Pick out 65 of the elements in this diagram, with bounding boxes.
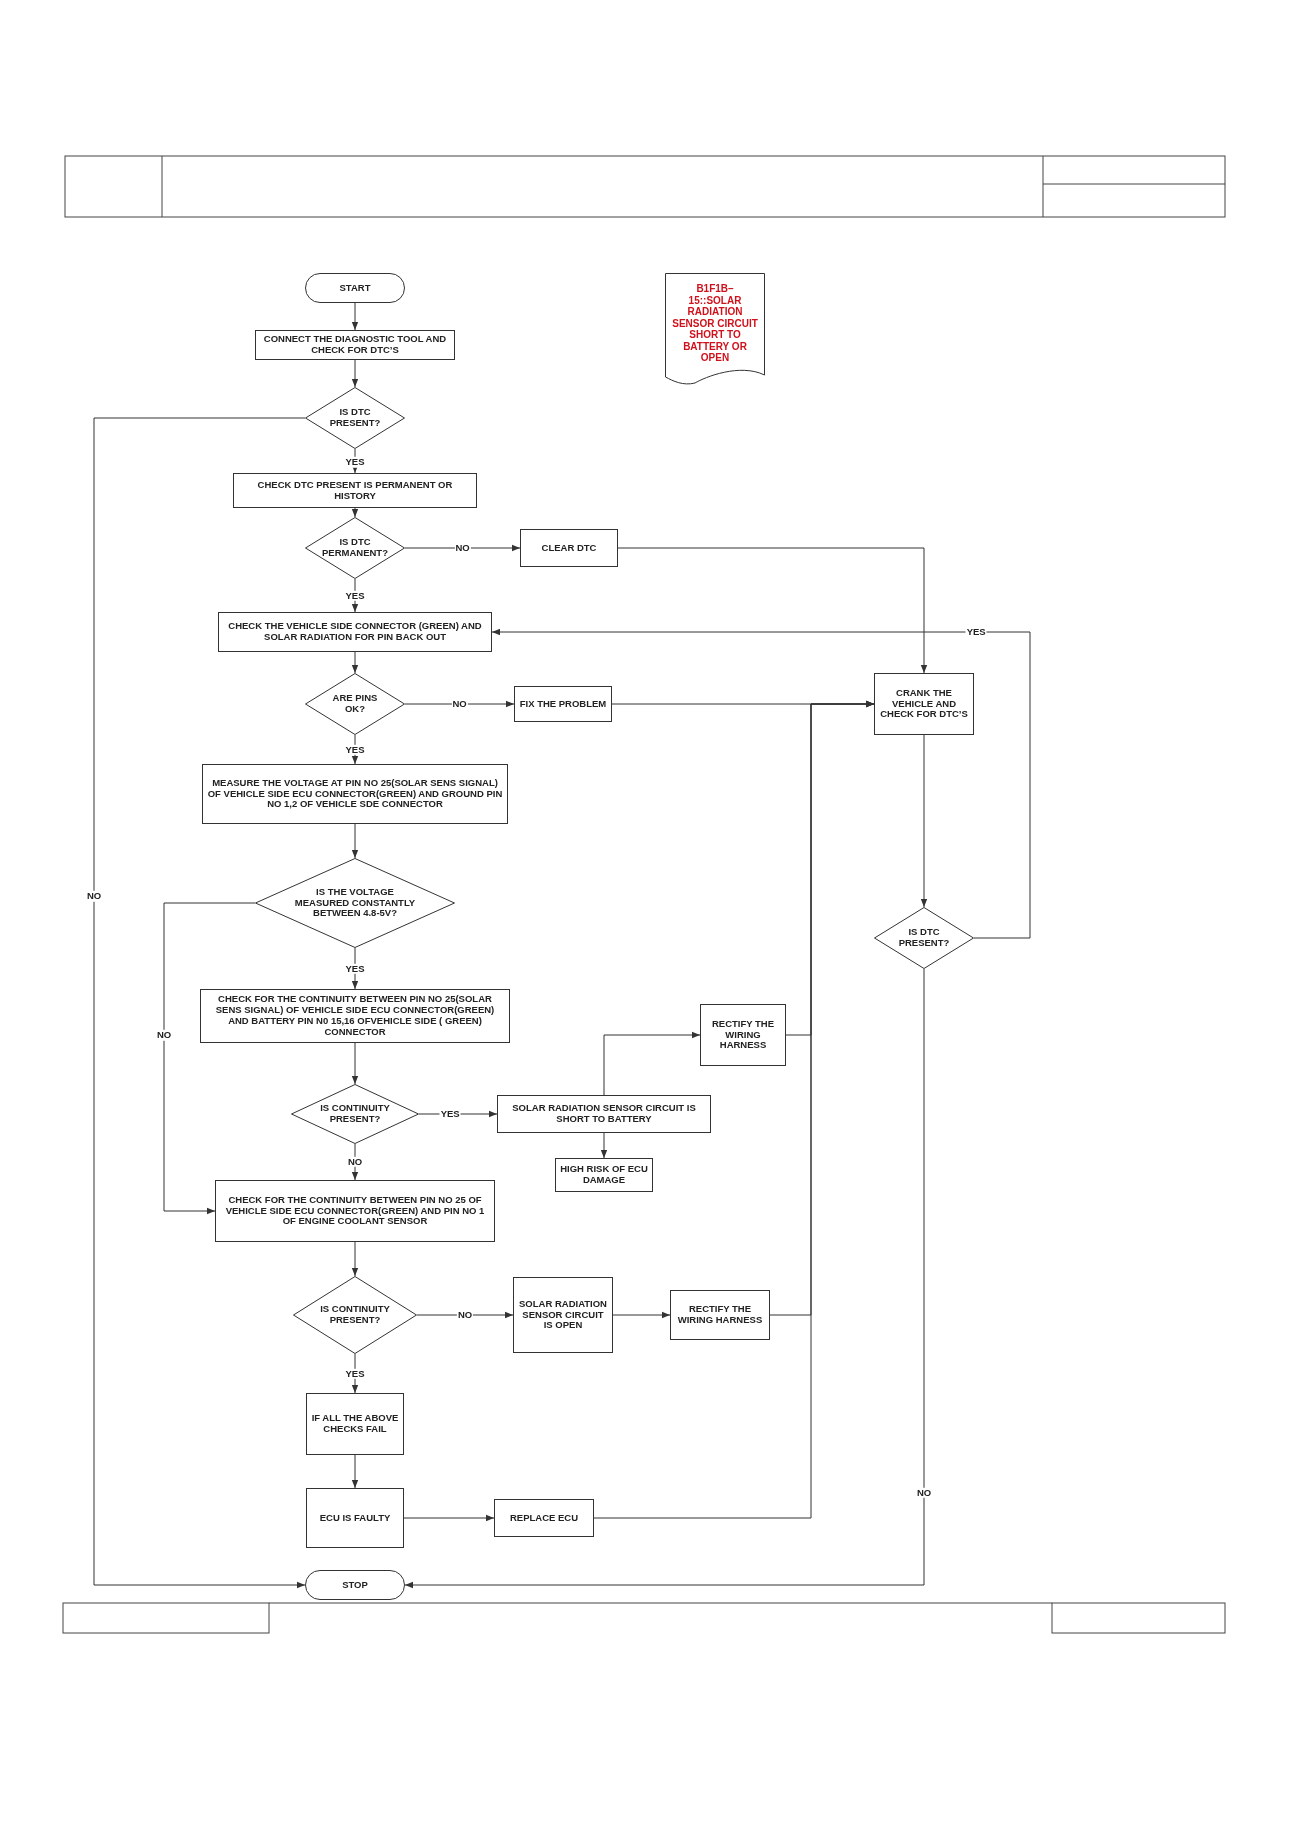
arrow	[351, 359, 359, 388]
decision-diamond: IS DTC PRESENT?	[874, 907, 974, 969]
decision-diamond: IS DTC PERMANENT?	[305, 517, 405, 579]
decision-diamond: IS THE VOLTAGE MEASURED CONSTANTLY BETWEEN 4.8-5V?	[255, 858, 455, 948]
process-box: SOLAR RADIATION SENSOR CIRCUIT IS SHORT TO BATTERY	[497, 1095, 711, 1133]
arrow	[491, 628, 1031, 939]
arrow	[351, 823, 359, 859]
process-box: CHECK DTC PRESENT IS PERMANENT OR HISTORY	[233, 473, 477, 508]
process-box: HIGH RISK OF ECU DAMAGE	[555, 1158, 653, 1192]
process-box: CHECK THE VEHICLE SIDE CONNECTOR (GREEN) AND SOLAR RADIATION FOR PIN BACK OUT	[218, 612, 492, 652]
terminal-box: START	[305, 273, 405, 303]
arrow	[351, 578, 359, 613]
process-box: CLEAR DTC	[520, 529, 618, 567]
decision-diamond: IS CONTINUITY PRESENT?	[293, 1276, 417, 1354]
edge-label: YES	[344, 963, 366, 974]
document-box: B1F1B–15::SOLAR RADIATION SENSOR CIRCUIT SHORT TO BATTERY OR OPEN	[665, 273, 765, 385]
process-box: FIX THE PROBLEM	[514, 686, 612, 722]
edge-label: YES	[344, 1368, 366, 1379]
arrow	[351, 651, 359, 674]
edge-label: YES	[344, 590, 366, 601]
arrow	[617, 547, 928, 674]
arrow	[600, 1132, 608, 1159]
arrow	[603, 1031, 701, 1096]
arrow	[163, 902, 256, 1215]
arrow	[403, 1514, 495, 1522]
process-box: SOLAR RADIATION SENSOR CIRCUIT IS OPEN	[513, 1277, 613, 1353]
process-box: ECU IS FAULTY	[306, 1488, 404, 1548]
arrow	[920, 734, 928, 908]
arrow	[404, 968, 925, 1589]
arrow	[593, 700, 875, 1519]
decision-diamond: IS CONTINUITY PRESENT?	[291, 1084, 419, 1144]
edge-label: YES	[344, 456, 366, 468]
process-box: REPLACE ECU	[494, 1499, 594, 1537]
arrow	[351, 1454, 359, 1489]
arrow	[404, 700, 515, 708]
arrow	[351, 1241, 359, 1277]
process-box: CHECK FOR THE CONTINUITY BETWEEN PIN NO 25 OF VEHICLE SIDE ECU CONNECTOR(GREEN) AND PIN NO 1 OF ENGINE COOLANT SENSOR	[215, 1180, 495, 1242]
process-box: CHECK FOR THE CONTINUITY BETWEEN PIN NO 25(SOLAR SENS SIGNAL) OF VEHICLE SIDE ECU CONNECTOR(GREEN) AND BATTERY PIN N0 15,16 OFVEHICLE SIDE ( GREEN) CONNECTOR	[200, 989, 510, 1043]
process-box: CONNECT THE DIAGNOSTIC TOOL AND CHECK FOR DTC’S	[255, 330, 455, 360]
edge-label: YES	[439, 1108, 461, 1120]
process-box: RECTIFY THE WIRING HARNESS	[670, 1290, 770, 1340]
arrow	[416, 1311, 514, 1319]
process-box: RECTIFY THE WIRING HARNESS	[700, 1004, 786, 1066]
edge-label: NO	[456, 1309, 474, 1321]
arrow	[404, 544, 521, 552]
terminal-box: STOP	[305, 1570, 405, 1600]
arrow	[93, 417, 306, 1589]
edge-label: YES	[965, 626, 987, 638]
arrow	[351, 507, 359, 518]
arrow	[612, 1311, 671, 1319]
edge-label: NO	[346, 1156, 364, 1168]
process-box: IF ALL THE ABOVE CHECKS FAIL	[306, 1393, 404, 1455]
edge-label: NO	[915, 1487, 933, 1498]
edge-label: YES	[344, 744, 366, 755]
process-box: CRANK THE VEHICLE AND CHECK FOR DTC’S	[874, 673, 974, 735]
decision-diamond: IS DTC PRESENT?	[305, 387, 405, 449]
decision-diamond: ARE PINS OK?	[305, 673, 405, 735]
process-box: MEASURE THE VOLTAGE AT PIN NO 25(SOLAR SENS SIGNAL) OF VEHICLE SIDE ECU CONNECTOR(GREEN) AND GROUND PIN NO 1,2 OF VEHICLE SDE CONNECTOR	[202, 764, 508, 824]
edge-label: NO	[451, 698, 468, 710]
arrow	[351, 302, 359, 331]
arrow	[351, 1042, 359, 1085]
edge-label: NO	[454, 542, 471, 554]
edge-label: NO	[85, 891, 103, 902]
arrow	[351, 1353, 359, 1394]
edge-label: NO	[155, 1030, 173, 1041]
